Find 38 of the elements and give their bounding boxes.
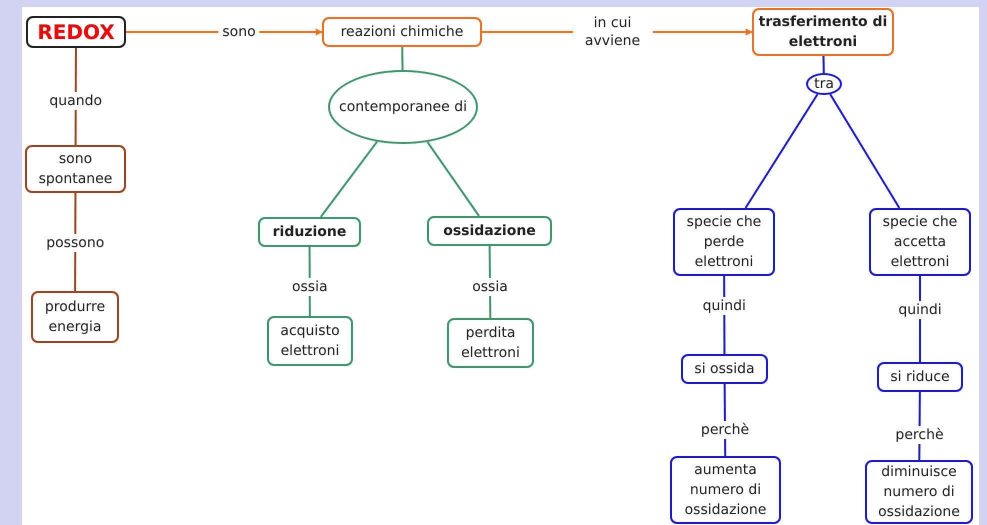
concept-label: trasferimento di elettroni [758,13,888,52]
connector-line [744,94,818,209]
concept-label: sono spontanee [38,150,114,189]
concept-box [681,354,768,384]
concept-box [427,216,552,246]
concept-box [877,362,963,392]
concept-box [258,217,361,247]
concept-box [670,456,781,524]
concept-label: perdita elettroni [460,324,521,363]
concept-box [267,316,353,366]
concept-label: REDOX [37,20,115,44]
concept-box [26,16,126,48]
concept-label: riduzione [272,223,346,242]
concept-label: specie che accetta elettroni [882,213,958,272]
concept-box [322,17,482,47]
connector-line [829,94,900,209]
concept-label: si riduce [890,368,950,387]
concept-label: contemporanee di [339,98,467,117]
connector-line [426,141,480,217]
concept-box [865,460,973,524]
concept-box [673,208,775,276]
concept-box [869,208,971,276]
concept-box [752,8,894,56]
concept-label: reazioni chimiche [340,23,464,42]
concept-box [25,145,126,193]
concept-label: specie che perde elettroni [686,213,762,272]
connector-line [320,141,378,218]
concept-label: tra [814,75,834,94]
concept-label: aumenta numero di ossidazione [684,461,768,520]
concept-box [31,291,119,343]
concept-label: produrre energia [44,298,106,337]
concept-label: acquisto elettroni [279,322,341,361]
concept-label: ossidazione [443,222,536,241]
concept-label: si ossida [694,360,755,379]
concept-label: diminuisce numero di ossidazione [877,463,961,522]
connector-line [822,56,825,74]
concept-box [447,318,534,368]
connector-line [401,46,404,70]
